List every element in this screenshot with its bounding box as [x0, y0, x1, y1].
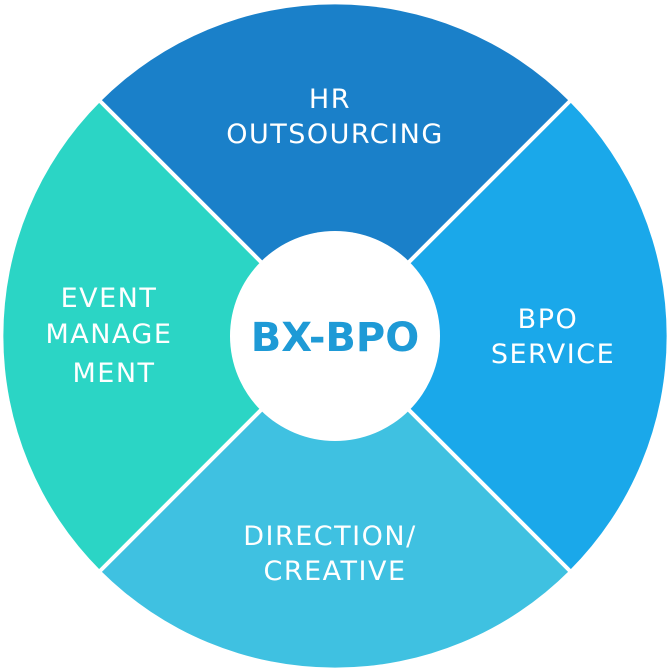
segment-bpo-label: BPO SERVICE: [491, 304, 615, 370]
segment-hr-line-2: OUTSOURCING: [226, 119, 444, 150]
segment-bpo-line-1: BPO: [518, 304, 579, 335]
segment-event-line-2: MANAGE: [45, 319, 172, 350]
center-hub: BX-BPO: [230, 231, 440, 441]
segment-direction-line-2: CREATIVE: [263, 556, 406, 587]
segment-hr-outsourcing: HR OUTSOURCING: [100, 4, 570, 336]
segment-event-management: EVENT MANAGE MENT: [3, 101, 335, 571]
segment-hr-shape: [100, 4, 570, 336]
segment-bpo-line-2: SERVICE: [491, 339, 615, 370]
segment-hr-label: HR OUTSOURCING: [226, 84, 444, 150]
segment-direction-shape: [100, 336, 570, 668]
segment-direction-creative: DIRECTION/ CREATIVE: [100, 336, 570, 668]
center-circle: [230, 231, 440, 441]
segment-bpo-shape: [335, 101, 667, 571]
center-label: BX-BPO: [251, 315, 419, 361]
segment-event-line-3: MENT: [72, 358, 155, 389]
segment-event-shape: [3, 101, 335, 571]
segment-direction-line-1: DIRECTION/: [243, 521, 416, 552]
segment-hr-line-1: HR: [309, 84, 351, 115]
segment-bpo-service: BPO SERVICE: [335, 101, 667, 571]
segment-direction-label: DIRECTION/ CREATIVE: [243, 521, 427, 587]
segment-event-label: EVENT MANAGE MENT: [45, 283, 182, 389]
segment-event-line-1: EVENT: [61, 283, 158, 314]
